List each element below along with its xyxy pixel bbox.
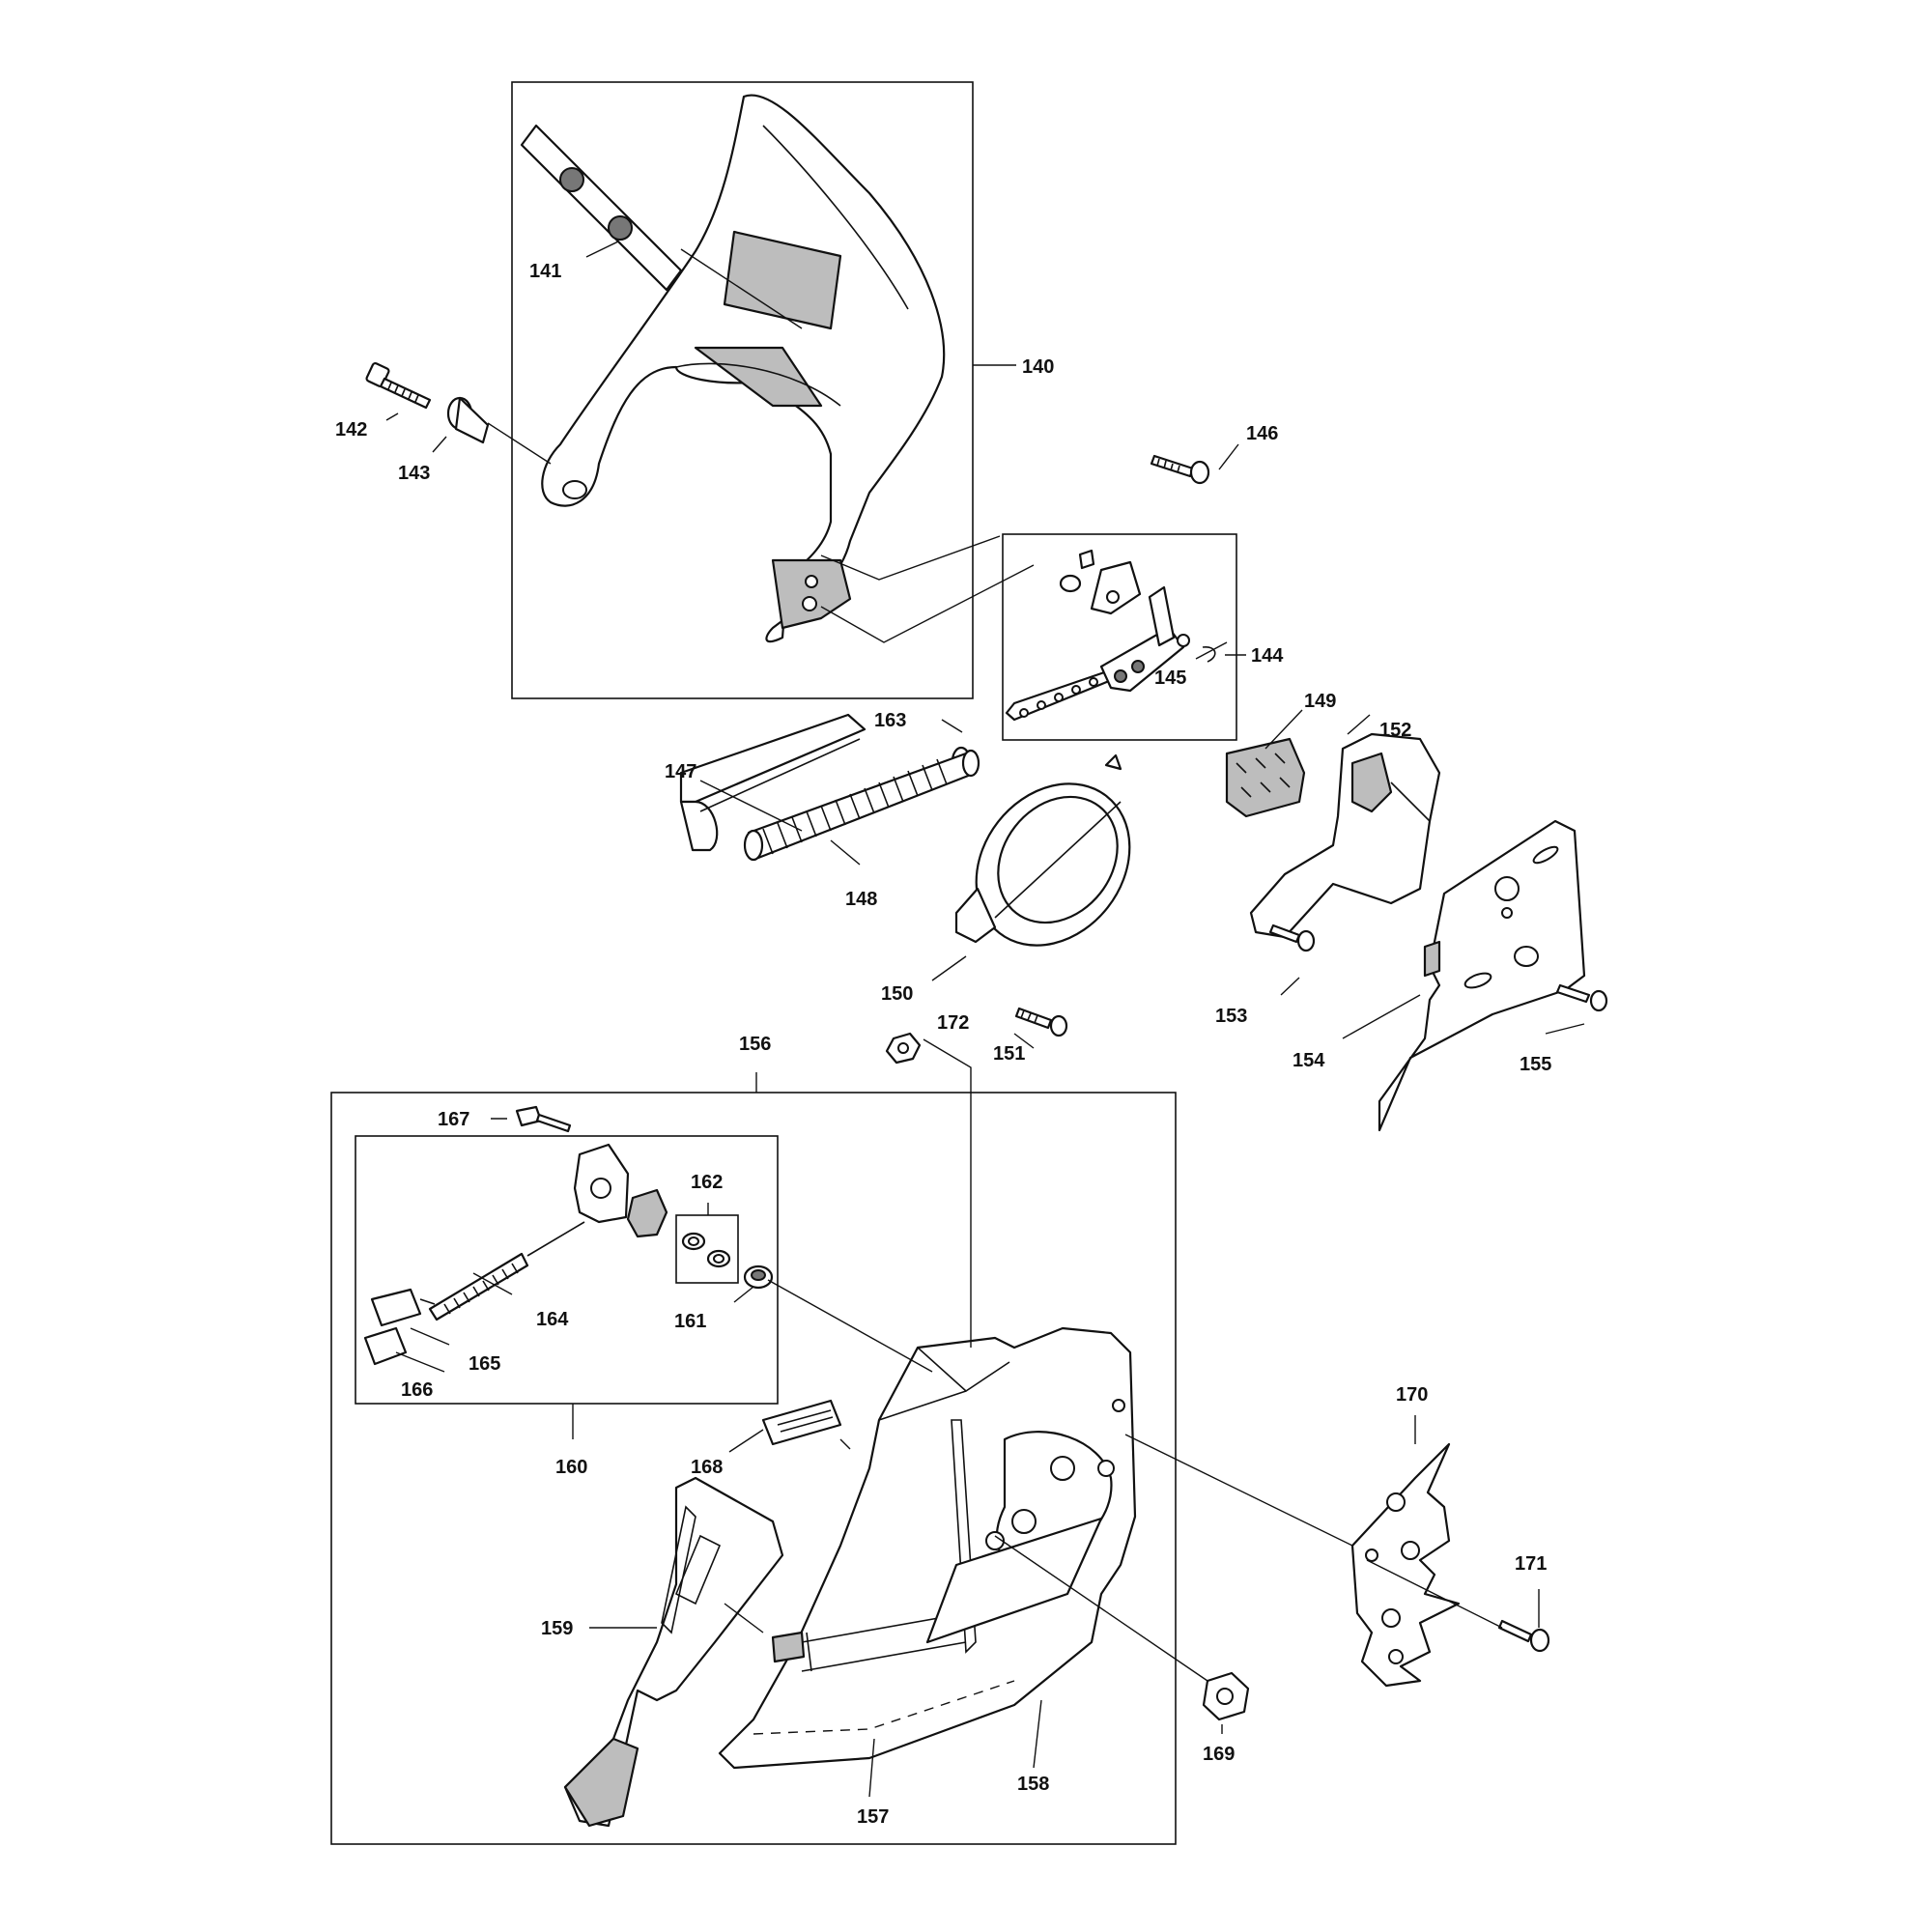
handle-159 <box>563 1476 784 1828</box>
pin-165 <box>370 1288 436 1327</box>
cover-plate-154 <box>1378 819 1586 1132</box>
tensioner-housing-167-area <box>515 1105 572 1133</box>
callout-146: 146 <box>1246 423 1278 444</box>
callout-153: 153 <box>1215 1006 1247 1027</box>
group-box-144 <box>1002 533 1237 741</box>
brake-band-150 <box>954 782 1131 947</box>
spring-148 <box>743 749 980 862</box>
callout-159: 159 <box>541 1618 573 1639</box>
callout-167: 167 <box>438 1109 469 1130</box>
callout-170: 170 <box>1396 1384 1428 1406</box>
callout-168: 168 <box>691 1457 723 1478</box>
callout-151: 151 <box>993 1043 1025 1065</box>
screw-155 <box>1555 983 1608 1012</box>
decal-158 <box>925 1517 1103 1644</box>
callout-158: 158 <box>1017 1774 1049 1795</box>
callout-143: 143 <box>398 463 430 484</box>
screw-171 <box>1497 1619 1550 1653</box>
callout-140: 140 <box>1022 356 1054 378</box>
callout-145: 145 <box>1154 668 1186 689</box>
callout-157: 157 <box>857 1806 889 1828</box>
sleeve-143 <box>446 396 490 444</box>
callout-149: 149 <box>1304 691 1336 712</box>
bolt-142 <box>365 362 432 410</box>
screw-151 <box>1014 1007 1068 1037</box>
nut-172 <box>885 1032 922 1065</box>
cover-plate-152 <box>1249 732 1441 939</box>
gear-161 <box>743 1264 774 1290</box>
brake-mechanism-144 <box>1005 549 1216 771</box>
leader-lines <box>385 241 1585 1798</box>
screw-153 <box>1268 923 1316 952</box>
washers-162 <box>681 1232 731 1268</box>
callout-156: 156 <box>739 1034 771 1055</box>
group-box-140 <box>511 81 974 699</box>
callout-172: 172 <box>937 1012 969 1034</box>
callout-169: 169 <box>1203 1744 1235 1765</box>
callout-152: 152 <box>1379 720 1411 741</box>
group-box-156 <box>330 1092 1177 1845</box>
screw-146 <box>1150 454 1210 485</box>
callout-171: 171 <box>1515 1553 1547 1575</box>
callout-166: 166 <box>401 1379 433 1401</box>
callout-160: 160 <box>555 1457 587 1478</box>
callout-154: 154 <box>1293 1050 1325 1071</box>
callout-165: 165 <box>469 1353 500 1375</box>
callout-147: 147 <box>665 761 696 782</box>
callout-155: 155 <box>1520 1054 1551 1075</box>
warning-decal <box>520 124 683 292</box>
adjust-screw-164 <box>428 1221 585 1321</box>
callout-148: 148 <box>845 889 877 910</box>
callout-150: 150 <box>881 983 913 1005</box>
callout-163: 163 <box>874 710 906 731</box>
group-box-160 <box>355 1135 779 1405</box>
callout-142: 142 <box>335 419 367 440</box>
felt-pad-149 <box>1225 737 1306 818</box>
callout-164: 164 <box>536 1309 569 1330</box>
nut-169 <box>1202 1671 1250 1721</box>
callout-162: 162 <box>691 1172 723 1193</box>
shield-147 <box>679 713 867 852</box>
callout-141: 141 <box>529 261 561 282</box>
block-166 <box>363 1326 408 1366</box>
label-168 <box>761 1399 842 1446</box>
tensioner-housing <box>573 1143 668 1238</box>
front-hand-guard <box>541 94 946 643</box>
callout-161: 161 <box>674 1311 706 1332</box>
group-box-162 <box>675 1214 739 1284</box>
callout-144: 144 <box>1251 645 1284 667</box>
bumper-spike-170 <box>1350 1442 1461 1688</box>
